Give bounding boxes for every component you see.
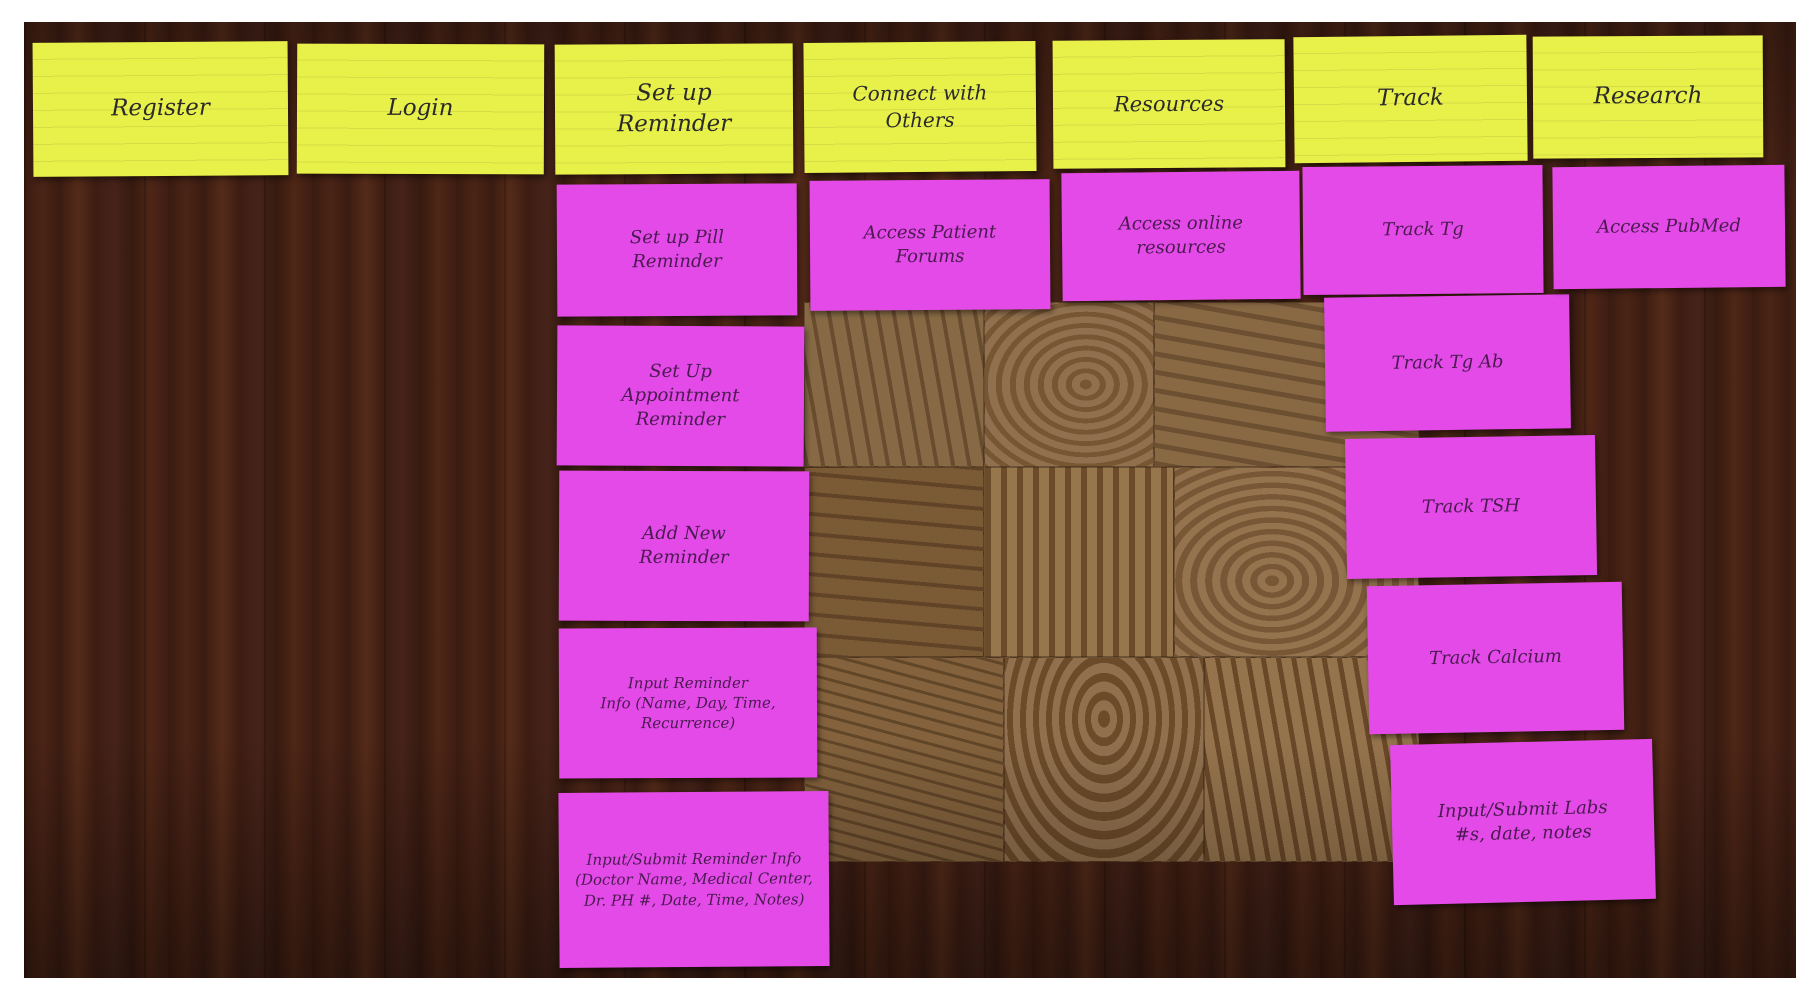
card-label: Set Up Appointment Reminder — [621, 360, 740, 431]
card-label: Register — [111, 95, 210, 122]
card-submit-reminder-info: Input/Submit Reminder Info (Doctor Name,… — [558, 791, 830, 968]
veneer-tile — [1004, 657, 1204, 862]
veneer-tile — [804, 467, 984, 657]
card-track-tg-ab: Track Tg Ab — [1324, 294, 1571, 432]
veneer-tile — [984, 467, 1174, 657]
card-label: Track — [1376, 85, 1445, 112]
card-track: Track — [1293, 34, 1528, 164]
card-label: Login — [387, 95, 454, 122]
card-track-tg: Track Tg — [1302, 164, 1544, 296]
card-connect-others: Connect with Others — [803, 40, 1037, 174]
card-label: Research — [1593, 83, 1703, 110]
card-label: Access Patient Forums — [863, 221, 997, 268]
wood-veneer-inlay — [804, 302, 1419, 862]
card-label: Track Tg — [1382, 218, 1464, 241]
card-label: Add New Reminder — [639, 522, 729, 569]
veneer-tile — [804, 302, 984, 467]
card-resources: Resources — [1052, 39, 1286, 169]
card-submit-labs: Input/Submit Labs #s, date, notes — [1390, 738, 1656, 906]
card-online-resources: Access online resources — [1061, 170, 1301, 302]
card-label: Resources — [1113, 91, 1225, 117]
card-track-tsh: Track TSH — [1344, 435, 1598, 579]
card-appointment-reminder: Set Up Appointment Reminder — [556, 325, 805, 467]
card-patient-forums: Access Patient Forums — [809, 179, 1051, 311]
card-input-reminder-info: Input Reminder Info (Name, Day, Time, Re… — [558, 627, 818, 779]
card-label: Access PubMed — [1596, 215, 1742, 238]
card-access-pubmed: Access PubMed — [1552, 164, 1786, 290]
card-label: Set up Pill Reminder — [629, 226, 725, 273]
card-label: Track Tg Ab — [1391, 351, 1504, 374]
card-label: Track TSH — [1421, 495, 1521, 518]
card-label: Input/Submit Labs #s, date, notes — [1437, 796, 1608, 846]
card-track-calcium: Track Calcium — [1366, 581, 1625, 735]
card-label: Input/Submit Reminder Info (Doctor Name,… — [575, 849, 813, 910]
card-label: Set up Reminder — [616, 79, 732, 138]
veneer-tile — [1204, 657, 1419, 862]
card-label: Track Calcium — [1428, 645, 1563, 670]
veneer-tile — [984, 302, 1154, 467]
veneer-tile — [804, 657, 1004, 862]
card-add-new-reminder: Add New Reminder — [558, 470, 810, 622]
card-setup-reminder: Set up Reminder — [554, 43, 794, 175]
card-label: Access online resources — [1118, 212, 1244, 259]
card-research: Research — [1532, 35, 1764, 159]
card-pill-reminder: Set up Pill Reminder — [556, 183, 798, 317]
card-label: Input Reminder Info (Name, Day, Time, Re… — [600, 673, 776, 733]
card-label: Connect with Others — [852, 80, 988, 133]
card-register: Register — [32, 41, 289, 177]
card-login: Login — [296, 43, 545, 175]
